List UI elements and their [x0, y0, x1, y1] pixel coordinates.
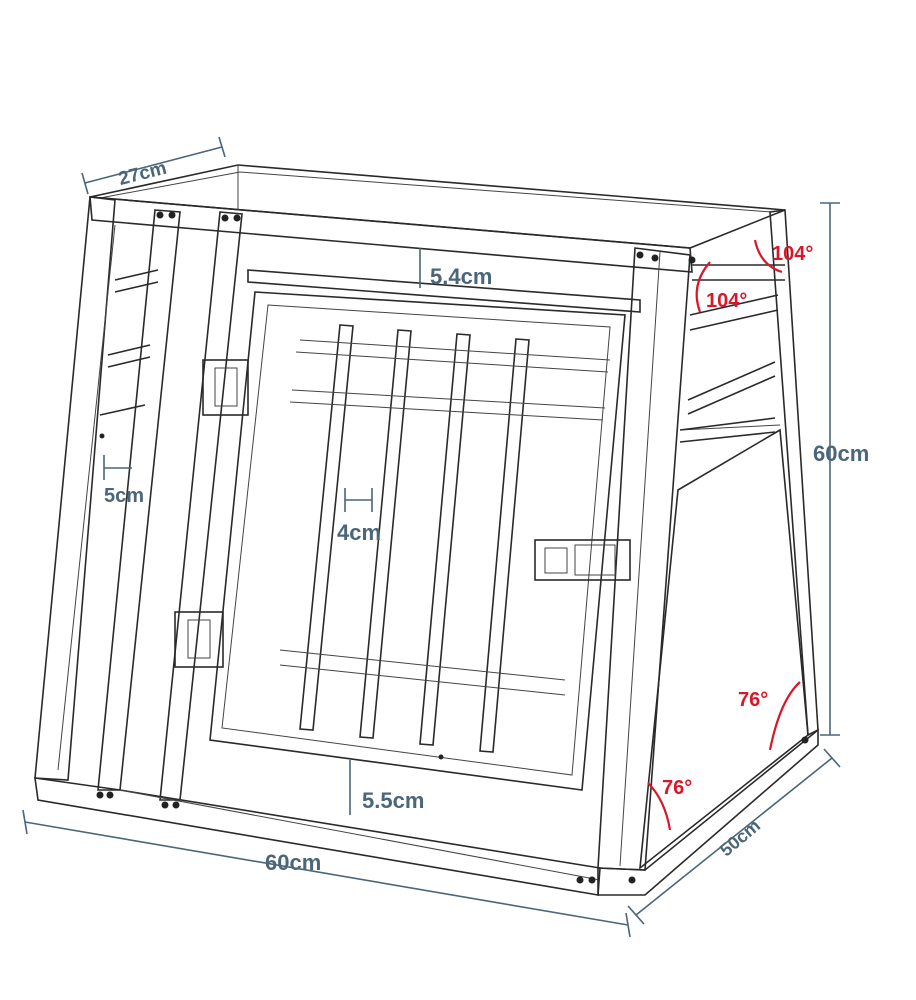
- angle-label-top-outer: 104°: [772, 243, 813, 265]
- dim-label-side-bar-gap: 5cm: [104, 485, 144, 507]
- angle-label-top-inner: 104°: [706, 290, 747, 312]
- dim-label-bar-gap-top: 5.4cm: [430, 264, 492, 289]
- dim-label-height: 60cm: [813, 441, 869, 466]
- dimension-lines: [22, 136, 841, 938]
- angle-arcs: [647, 239, 801, 831]
- angle-label-bottom-side: 76°: [738, 689, 768, 711]
- dim-label-bottom-gap: 5.5cm: [362, 788, 424, 813]
- dim-label-door-bar-gap: 4cm: [337, 520, 381, 545]
- dim-label-width: 60cm: [265, 850, 321, 875]
- dim-label-bottom-depth: 50cm: [716, 815, 764, 860]
- crate-drawing: [34, 164, 819, 896]
- angle-label-bottom-front: 76°: [662, 777, 692, 799]
